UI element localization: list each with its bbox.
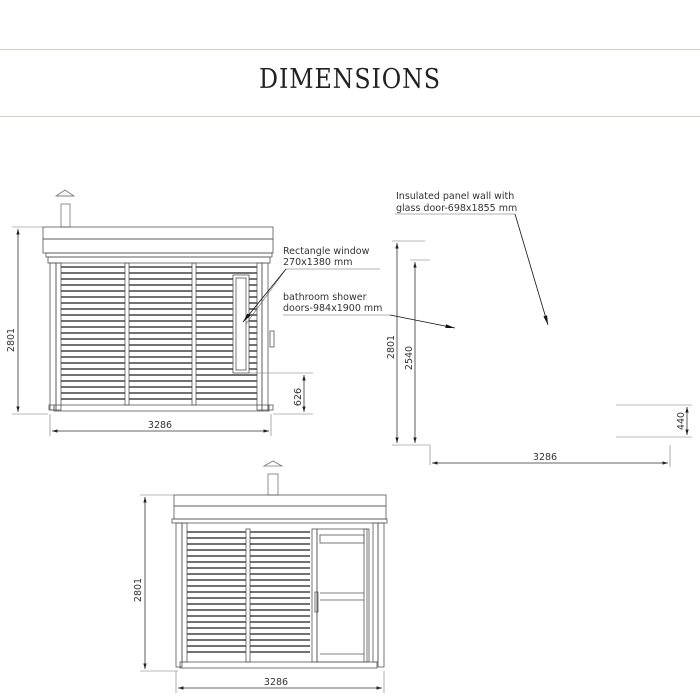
dim-height-2801-c: 2801 [133, 578, 144, 602]
dim-width-3286: 3286 [148, 420, 172, 431]
chimney-icon [54, 189, 76, 228]
callout-window-line2: 270x1380 mm [283, 257, 352, 268]
slats-panel [61, 266, 257, 400]
dim-height-2801-b: 2801 [386, 335, 397, 359]
dim-height-2801: 2801 [6, 328, 17, 352]
drawing-glass-wall-dims [392, 213, 692, 467]
page-title: DIMENSIONS [259, 64, 441, 95]
callout-shower-line1: bathroom shower [283, 292, 367, 303]
dim-width-3286-c: 3286 [264, 677, 288, 688]
callout-shower-line2: doors-984x1900 mm [283, 303, 382, 314]
callout-glass-line1: Insulated panel wall with [396, 191, 514, 202]
header-top-rule [0, 49, 700, 50]
dim-window-sill-626: 626 [293, 388, 304, 406]
callout-glass-line2: glass door-698x1855 mm [396, 203, 517, 214]
drawing-front-window [12, 189, 456, 436]
chimney-icon [262, 460, 284, 496]
dim-width-3286-b: 3286 [533, 452, 557, 463]
dim-step-440: 440 [676, 412, 687, 430]
callout-window-line1: Rectangle window [283, 246, 370, 257]
header-bottom-rule [0, 116, 700, 117]
dim-height-2540: 2540 [404, 346, 415, 370]
drawing-front-door [140, 460, 388, 693]
door-handle-icon [314, 591, 319, 613]
